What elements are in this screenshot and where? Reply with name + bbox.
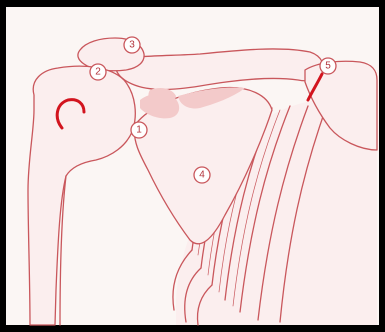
marker-3: 3 [124,37,140,53]
marker-3-label: 3 [129,40,135,51]
marker-5: 5 [320,58,336,74]
marker-2: 2 [90,64,106,80]
marker-2-label: 2 [95,67,101,78]
marker-4-label: 4 [199,170,205,181]
marker-4: 4 [194,167,210,183]
marker-1-label: 1 [136,125,142,136]
marker-5-label: 5 [325,61,331,72]
marker-1: 1 [131,122,147,138]
